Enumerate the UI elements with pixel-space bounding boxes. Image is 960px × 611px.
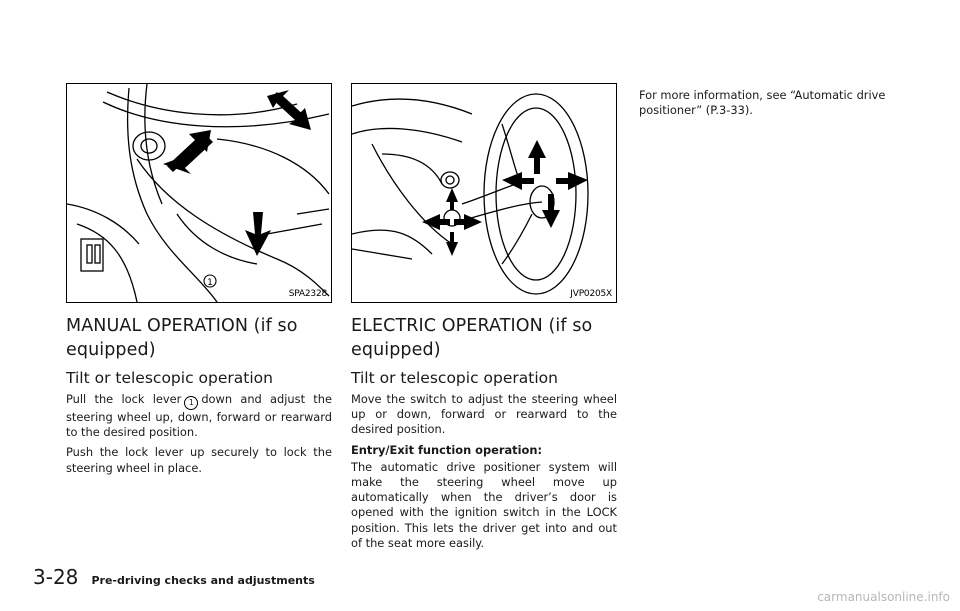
page-number: 3-28	[33, 565, 79, 589]
page-footer: 3-28 Pre-driving checks and adjustments	[33, 565, 315, 589]
manual-steering-illustration: 1	[67, 84, 330, 302]
figure1-callout: 1	[207, 278, 213, 288]
paragraph-entry-exit: The automatic drive positioner system wi…	[351, 459, 617, 550]
electric-steering-illustration	[352, 93, 589, 295]
figure-manual-steering: 1 SPA2328	[66, 83, 332, 303]
column-more-info: For more information, see “Automatic dri…	[639, 88, 907, 123]
paragraph-move-switch: Move the switch to adjust the steering w…	[351, 392, 617, 437]
subheading-entry-exit: Entry/Exit function operation:	[351, 442, 543, 457]
section-title: Pre-driving checks and adjustments	[91, 574, 315, 587]
heading-manual-operation: MANUAL OPERATION (if so equipped)	[66, 316, 298, 360]
column-manual: MANUAL OPERATION (if so equipped) Tilt o…	[66, 314, 332, 481]
subheading-tilt-telescopic: Tilt or telescopic operation	[351, 369, 558, 387]
callout-marker: 1	[184, 396, 199, 410]
text-segment: down and adjust the steering wheel up, d…	[66, 392, 332, 440]
figure-code: SPA2328	[288, 289, 327, 299]
figure-code: JVP0205X	[570, 289, 612, 299]
column-electric: ELECTRIC OPERATION (if so equipped) Tilt…	[351, 314, 617, 556]
subheading-tilt-telescopic: Tilt or telescopic operation	[66, 369, 273, 387]
paragraph-more-info: For more information, see “Automatic dri…	[639, 88, 886, 118]
watermark: carmanualsonline.info	[817, 590, 950, 604]
text-segment: Pull the lock lever	[66, 392, 182, 406]
heading-electric-operation: ELECTRIC OPERATION (if so equipped)	[351, 316, 593, 360]
paragraph-lock-in-place: Push the lock lever up securely to lock …	[66, 445, 332, 475]
figure-electric-steering: JVP0205X	[351, 83, 617, 303]
